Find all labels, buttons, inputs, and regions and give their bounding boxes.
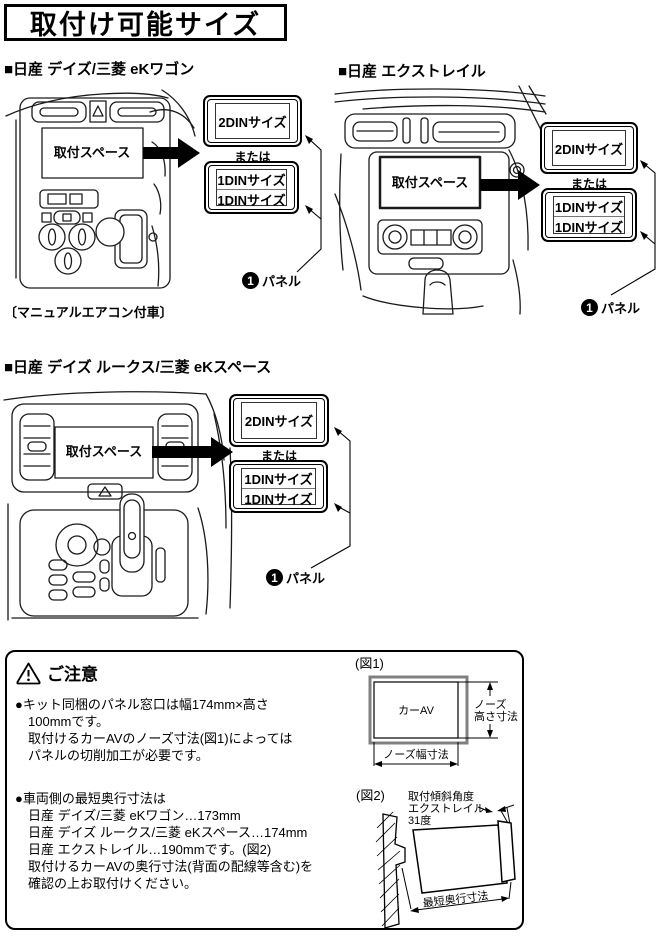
dimension-arrowhead-icon	[374, 682, 493, 767]
install-space-label: 取付スペース	[54, 145, 130, 160]
tilt-angle-label: 取付傾斜角度	[408, 789, 474, 803]
din-2-label: 2DINサイズ	[218, 114, 287, 130]
section-heading-dayz: ■日産 デイズ/三菱 eKワゴン	[4, 61, 195, 78]
car-av-unit-side	[412, 824, 508, 894]
din-2-label: 2DINサイズ	[554, 141, 624, 157]
dashboard-line-art	[334, 85, 547, 315]
panel-label: パネル	[286, 571, 326, 586]
or-label: または	[570, 177, 607, 191]
tilt-angle-label: 31度	[408, 813, 431, 827]
or-label: または	[260, 449, 297, 463]
or-label: または	[234, 150, 271, 164]
din-2-box: 2DINサイズ	[203, 95, 302, 147]
caution-text-line: ●キット同梱のパネル窓口は幅174mm×高さ	[15, 697, 269, 712]
din-2-box: 2DINサイズ	[540, 122, 638, 174]
caution-text-line: ●車両側の最短奥行寸法は	[15, 791, 166, 806]
warning-icon	[16, 662, 41, 684]
dashboard-wall	[382, 813, 406, 928]
panel-callout: 1 パネル	[242, 271, 301, 290]
figure1-label: (図1)	[355, 656, 384, 671]
panel-callout: 1 パネル	[581, 298, 640, 317]
din-1-label: 1DINサイズ	[554, 200, 624, 215]
panel-label: パネル	[262, 274, 302, 289]
panel-number-badge: 1	[242, 272, 259, 289]
din-1-label: 1DINサイズ	[217, 189, 286, 209]
din-1-label: 1DINサイズ	[244, 472, 313, 487]
section-heading-xtrail: ■日産 エクストレイル	[338, 63, 486, 80]
dashboard-illustration-xtrail: 取付スペース	[334, 85, 547, 315]
dashboard-illustration-roox: 取付スペース	[3, 391, 233, 621]
caution-text-line: 日産 エクストレイル…190mmです。(図2)	[28, 842, 272, 857]
caution-heading: ご注意	[15, 660, 98, 685]
wall-hatching	[375, 811, 401, 927]
caution-text-line: 取付けるカーAVのノーズ寸法(図1)によっては	[28, 731, 293, 746]
car-av-nose-bezel	[497, 820, 516, 883]
panel-callout: 1 パネル	[266, 568, 325, 587]
din-2-label: 2DINサイズ	[244, 414, 314, 429]
figure1-diagram: (図1) カーAV ノーズ 高さ寸法 ノーズ幅寸法	[355, 656, 518, 767]
din-1-box: 1DINサイズ 1DINサイズ	[541, 188, 637, 242]
caution-text-line: 100mmです。	[28, 714, 110, 729]
car-av-label: カーAV	[398, 704, 435, 717]
figure2-diagram: (図2) 取付傾斜角度 エクストレイル 31度 最短奥行寸法	[356, 788, 516, 928]
tilt-angle-arrowhead-icon	[485, 806, 506, 813]
caution-bullet-depth: ●車両側の最短奥行寸法は 日産 デイズ/三菱 eKワゴン…173mm 日産 デイ…	[15, 790, 313, 892]
install-space-label: 取付スペース	[392, 175, 468, 190]
caution-bullet-panel-window: ●キット同梱のパネル窓口は幅174mm×高さ 100mmです。 取付けるカーAV…	[15, 696, 292, 764]
section-heading-roox: ■日産 デイズ ルークス/三菱 eKスペース	[4, 359, 272, 376]
nose-height-label: ノーズ	[474, 697, 506, 711]
caution-title: ご注意	[47, 665, 98, 684]
caution-text-line: 確認の上お取付けください。	[28, 876, 198, 891]
caution-text-line: パネルの切削加工が必要です。	[28, 748, 209, 763]
caption-manual-aircon: 〔マニュアルエアコン付車〕	[4, 305, 173, 320]
tilt-angle-label: エクストレイル	[408, 802, 485, 815]
dashboard-line-art	[5, 89, 196, 289]
nose-height-label: 高さ寸法	[474, 709, 518, 723]
din-1-label: 1DINサイズ	[217, 173, 286, 188]
car-av-outer-frame	[368, 675, 469, 745]
din-1-label: 1DINサイズ	[242, 488, 315, 508]
install-space-label: 取付スペース	[66, 444, 142, 459]
panel-number-badge: 1	[581, 299, 598, 316]
din-1-box: 1DINサイズ 1DINサイズ	[204, 161, 299, 214]
figure2-label: (図2)	[356, 788, 385, 803]
caution-box: ご注意 ●キット同梱のパネル窓口は幅174mm×高さ 100mmです。 取付ける…	[5, 650, 524, 930]
nose-width-label: ノーズ幅寸法	[383, 747, 448, 761]
dashboard-illustration-dayz: 取付スペース	[5, 89, 196, 289]
caution-text-line: 日産 デイズ/三菱 eKワゴン…173mm	[28, 808, 241, 823]
din-2-box: 2DINサイズ	[229, 394, 329, 447]
panel-label: パネル	[601, 301, 641, 316]
panel-number-badge: 1	[266, 569, 283, 586]
depth-dimension-lines	[401, 867, 512, 911]
din-1-label: 1DINサイズ	[554, 216, 624, 236]
depth-dimension-arrowhead-icon	[410, 896, 509, 913]
caution-text-line: 取付けるカーAVの奥行寸法(背面の配線等含む)を	[28, 859, 314, 874]
car-av-unit	[373, 681, 459, 739]
caution-text-line: 日産 デイズ ルークス/三菱 eKスペース…174mm	[28, 825, 308, 840]
din-1-box: 1DINサイズ 1DINサイズ	[229, 460, 328, 513]
page-title: 取付け可能サイズ	[4, 4, 287, 41]
dashboard-line-art	[3, 391, 233, 621]
